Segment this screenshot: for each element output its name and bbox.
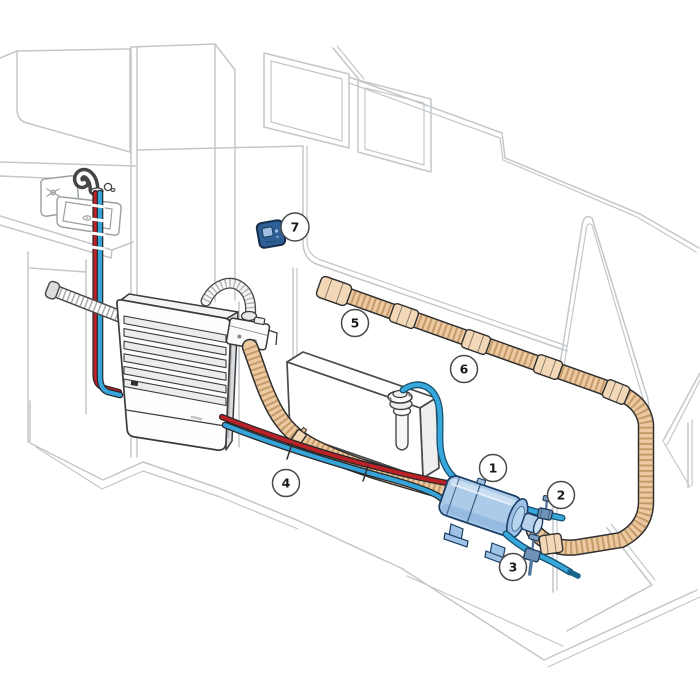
svg-text:7: 7	[291, 220, 300, 235]
window-right	[357, 79, 432, 173]
wall-and-floor-linework	[0, 43, 700, 668]
exhaust-hose-arc	[200, 277, 257, 325]
window-middle	[263, 52, 350, 149]
kitchen-sink	[56, 196, 122, 236]
boiler-unit	[438, 475, 544, 567]
tank-hose	[399, 381, 465, 487]
callout-3: 3	[498, 552, 528, 582]
drain-valve	[523, 533, 541, 576]
callout-5: 5	[340, 308, 370, 338]
combustion-air-hose	[44, 280, 126, 323]
svg-text:4: 4	[282, 476, 291, 491]
faucet-knob	[103, 182, 113, 192]
svg-text:3: 3	[509, 560, 518, 575]
callout-6: 6	[449, 354, 479, 384]
wall-heater-unit	[116, 293, 239, 451]
svg-text:1: 1	[489, 461, 498, 476]
svg-text:2: 2	[557, 488, 566, 503]
control-panel	[255, 219, 287, 249]
warm-air-duct-main	[315, 275, 655, 556]
water-pipes-vertical	[90, 189, 124, 399]
heater-louvres	[123, 315, 227, 407]
duct-outlet-sleeve	[315, 275, 353, 307]
callout-2: 2	[546, 480, 576, 510]
heater-door-latch	[130, 380, 139, 387]
svg-text:6: 6	[460, 362, 469, 377]
control-panel-display	[261, 226, 274, 238]
svg-text:5: 5	[351, 316, 360, 331]
callout-7: 7	[280, 212, 310, 242]
callout-1: 1	[478, 453, 508, 483]
callout-4: 4	[271, 468, 301, 498]
